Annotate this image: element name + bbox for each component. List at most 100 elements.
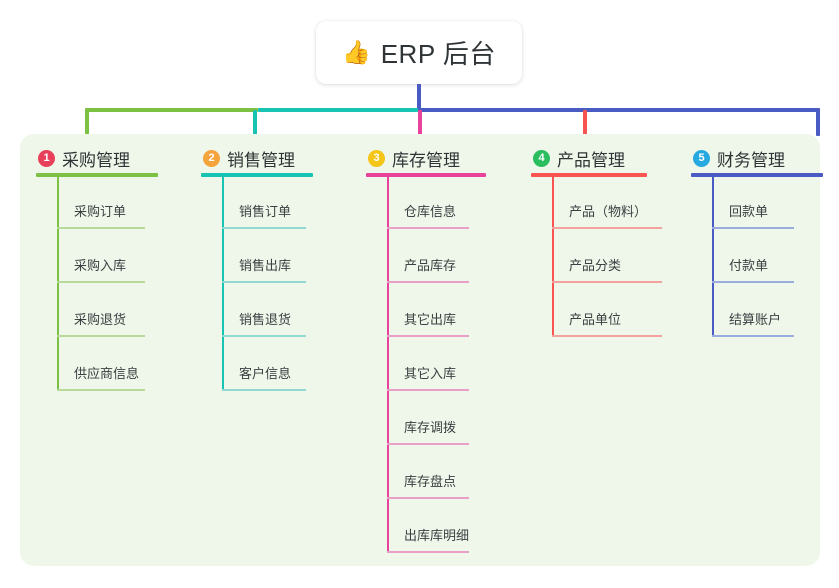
thumbs-up-icon: 👍 xyxy=(342,39,371,65)
leaf-node-underline xyxy=(712,227,794,229)
branch-title: 产品管理 xyxy=(557,151,625,170)
leaf-node-underline xyxy=(387,227,469,229)
leaf-node-label: 采购入库 xyxy=(74,258,127,273)
leaf-node-underline xyxy=(712,281,794,283)
branch-column-5: 5 财务管理回款单付款单结算账户 xyxy=(675,134,823,566)
branch-underline xyxy=(691,173,823,177)
leaf-node-label: 回款单 xyxy=(729,204,769,219)
leaf-node-label: 出库库明细 xyxy=(404,528,470,543)
leaf-node-label: 产品库存 xyxy=(404,258,457,273)
branch-spine xyxy=(222,175,224,391)
branches-panel xyxy=(20,134,820,566)
leaf-node[interactable]: 采购退货 xyxy=(57,283,155,337)
leaf-node[interactable]: 库存调拨 xyxy=(387,391,479,445)
leaf-node-underline xyxy=(57,281,145,283)
leaf-node[interactable]: 出库库明细 xyxy=(387,499,479,553)
branch-number-badge: 3 xyxy=(368,150,385,167)
leaf-node[interactable]: 其它出库 xyxy=(387,283,479,337)
branch-spine xyxy=(712,175,714,337)
leaf-node[interactable]: 库存盘点 xyxy=(387,445,479,499)
bus-segment-4 xyxy=(418,108,820,112)
leaf-node-label: 库存盘点 xyxy=(404,474,457,489)
leaf-node[interactable]: 付款单 xyxy=(712,229,804,283)
branch-number-badge: 2 xyxy=(203,150,220,167)
branch-column-4: 4 产品管理产品（物料） 产品分类产品单位 xyxy=(515,134,675,566)
branch-underline xyxy=(201,173,313,177)
leaf-node-label: 其它出库 xyxy=(404,312,457,327)
leaf-node[interactable]: 销售订单 xyxy=(222,175,316,229)
leaf-node-underline xyxy=(552,227,662,229)
leaf-node-label: 库存调拨 xyxy=(404,420,457,435)
drop-connector-2 xyxy=(253,110,257,136)
leaf-node[interactable]: 客户信息 xyxy=(222,337,316,391)
drop-connector-1 xyxy=(85,110,89,136)
leaf-node[interactable]: 采购订单 xyxy=(57,175,155,229)
leaf-node[interactable]: 产品（物料） xyxy=(552,175,672,229)
leaf-node-underline xyxy=(387,551,469,553)
leaf-node-label: 产品（物料） xyxy=(569,204,648,219)
leaf-node-label: 结算账户 xyxy=(729,312,782,327)
leaf-node-underline xyxy=(57,389,145,391)
branch-underline xyxy=(366,173,486,177)
root-trunk-connector xyxy=(417,84,421,110)
leaf-node-underline xyxy=(387,497,469,499)
leaf-node-underline xyxy=(712,335,794,337)
leaf-node-underline xyxy=(57,227,145,229)
leaf-node[interactable]: 产品单位 xyxy=(552,283,672,337)
leaf-node-label: 仓库信息 xyxy=(404,204,457,219)
leaf-node[interactable]: 仓库信息 xyxy=(387,175,479,229)
leaf-node[interactable]: 产品库存 xyxy=(387,229,479,283)
leaf-node-label: 销售出库 xyxy=(239,258,292,273)
branch-title: 财务管理 xyxy=(717,151,785,170)
leaf-node[interactable]: 回款单 xyxy=(712,175,804,229)
leaf-node-label: 采购退货 xyxy=(74,312,127,327)
branch-number-badge: 1 xyxy=(38,150,55,167)
branch-title: 采购管理 xyxy=(62,151,130,170)
leaf-node-label: 采购订单 xyxy=(74,204,127,219)
branch-column-1: 1 采购管理采购订单采购入库采购退货供应商信息 xyxy=(20,134,185,566)
leaf-node-label: 产品单位 xyxy=(569,312,622,327)
root-node-content: 👍 ERP 后台 xyxy=(342,34,496,71)
branch-number-badge: 4 xyxy=(533,150,550,167)
branch-number-badge: 5 xyxy=(693,150,710,167)
leaf-node-underline xyxy=(222,227,306,229)
bus-segment-2 xyxy=(258,108,418,112)
leaf-node-underline xyxy=(552,281,662,283)
leaf-node-label: 其它入库 xyxy=(404,366,457,381)
leaf-node-underline xyxy=(552,335,662,337)
leaf-node-label: 客户信息 xyxy=(239,366,292,381)
leaf-node[interactable]: 销售退货 xyxy=(222,283,316,337)
leaf-node-underline xyxy=(387,443,469,445)
root-node-card[interactable]: 👍 ERP 后台 xyxy=(316,21,522,84)
drop-connector-4 xyxy=(583,110,587,136)
branch-underline xyxy=(531,173,647,177)
bus-segment-1 xyxy=(85,108,258,112)
leaf-node-label: 销售退货 xyxy=(239,312,292,327)
leaf-node-label: 产品分类 xyxy=(569,258,622,273)
branch-spine xyxy=(57,175,59,391)
leaf-node-underline xyxy=(222,335,306,337)
root-node-title: ERP 后台 xyxy=(380,39,496,69)
branch-header-1[interactable]: 1 采购管理 xyxy=(38,146,130,171)
leaf-node[interactable]: 结算账户 xyxy=(712,283,804,337)
leaf-node-underline xyxy=(57,335,145,337)
leaf-node[interactable]: 产品分类 xyxy=(552,229,672,283)
branch-underline xyxy=(36,173,158,177)
branch-header-4[interactable]: 4 产品管理 xyxy=(533,146,625,171)
leaf-node-label: 付款单 xyxy=(729,258,769,273)
leaf-node-underline xyxy=(222,281,306,283)
leaf-node-label: 供应商信息 xyxy=(74,366,140,381)
leaf-node[interactable]: 供应商信息 xyxy=(57,337,155,391)
leaf-node-underline xyxy=(387,389,469,391)
leaf-node-label: 销售订单 xyxy=(239,204,292,219)
branch-header-5[interactable]: 5 财务管理 xyxy=(693,146,785,171)
leaf-node[interactable]: 销售出库 xyxy=(222,229,316,283)
leaf-node[interactable]: 其它入库 xyxy=(387,337,479,391)
branch-spine xyxy=(387,175,389,553)
leaf-node-underline xyxy=(222,389,306,391)
leaf-node[interactable]: 采购入库 xyxy=(57,229,155,283)
